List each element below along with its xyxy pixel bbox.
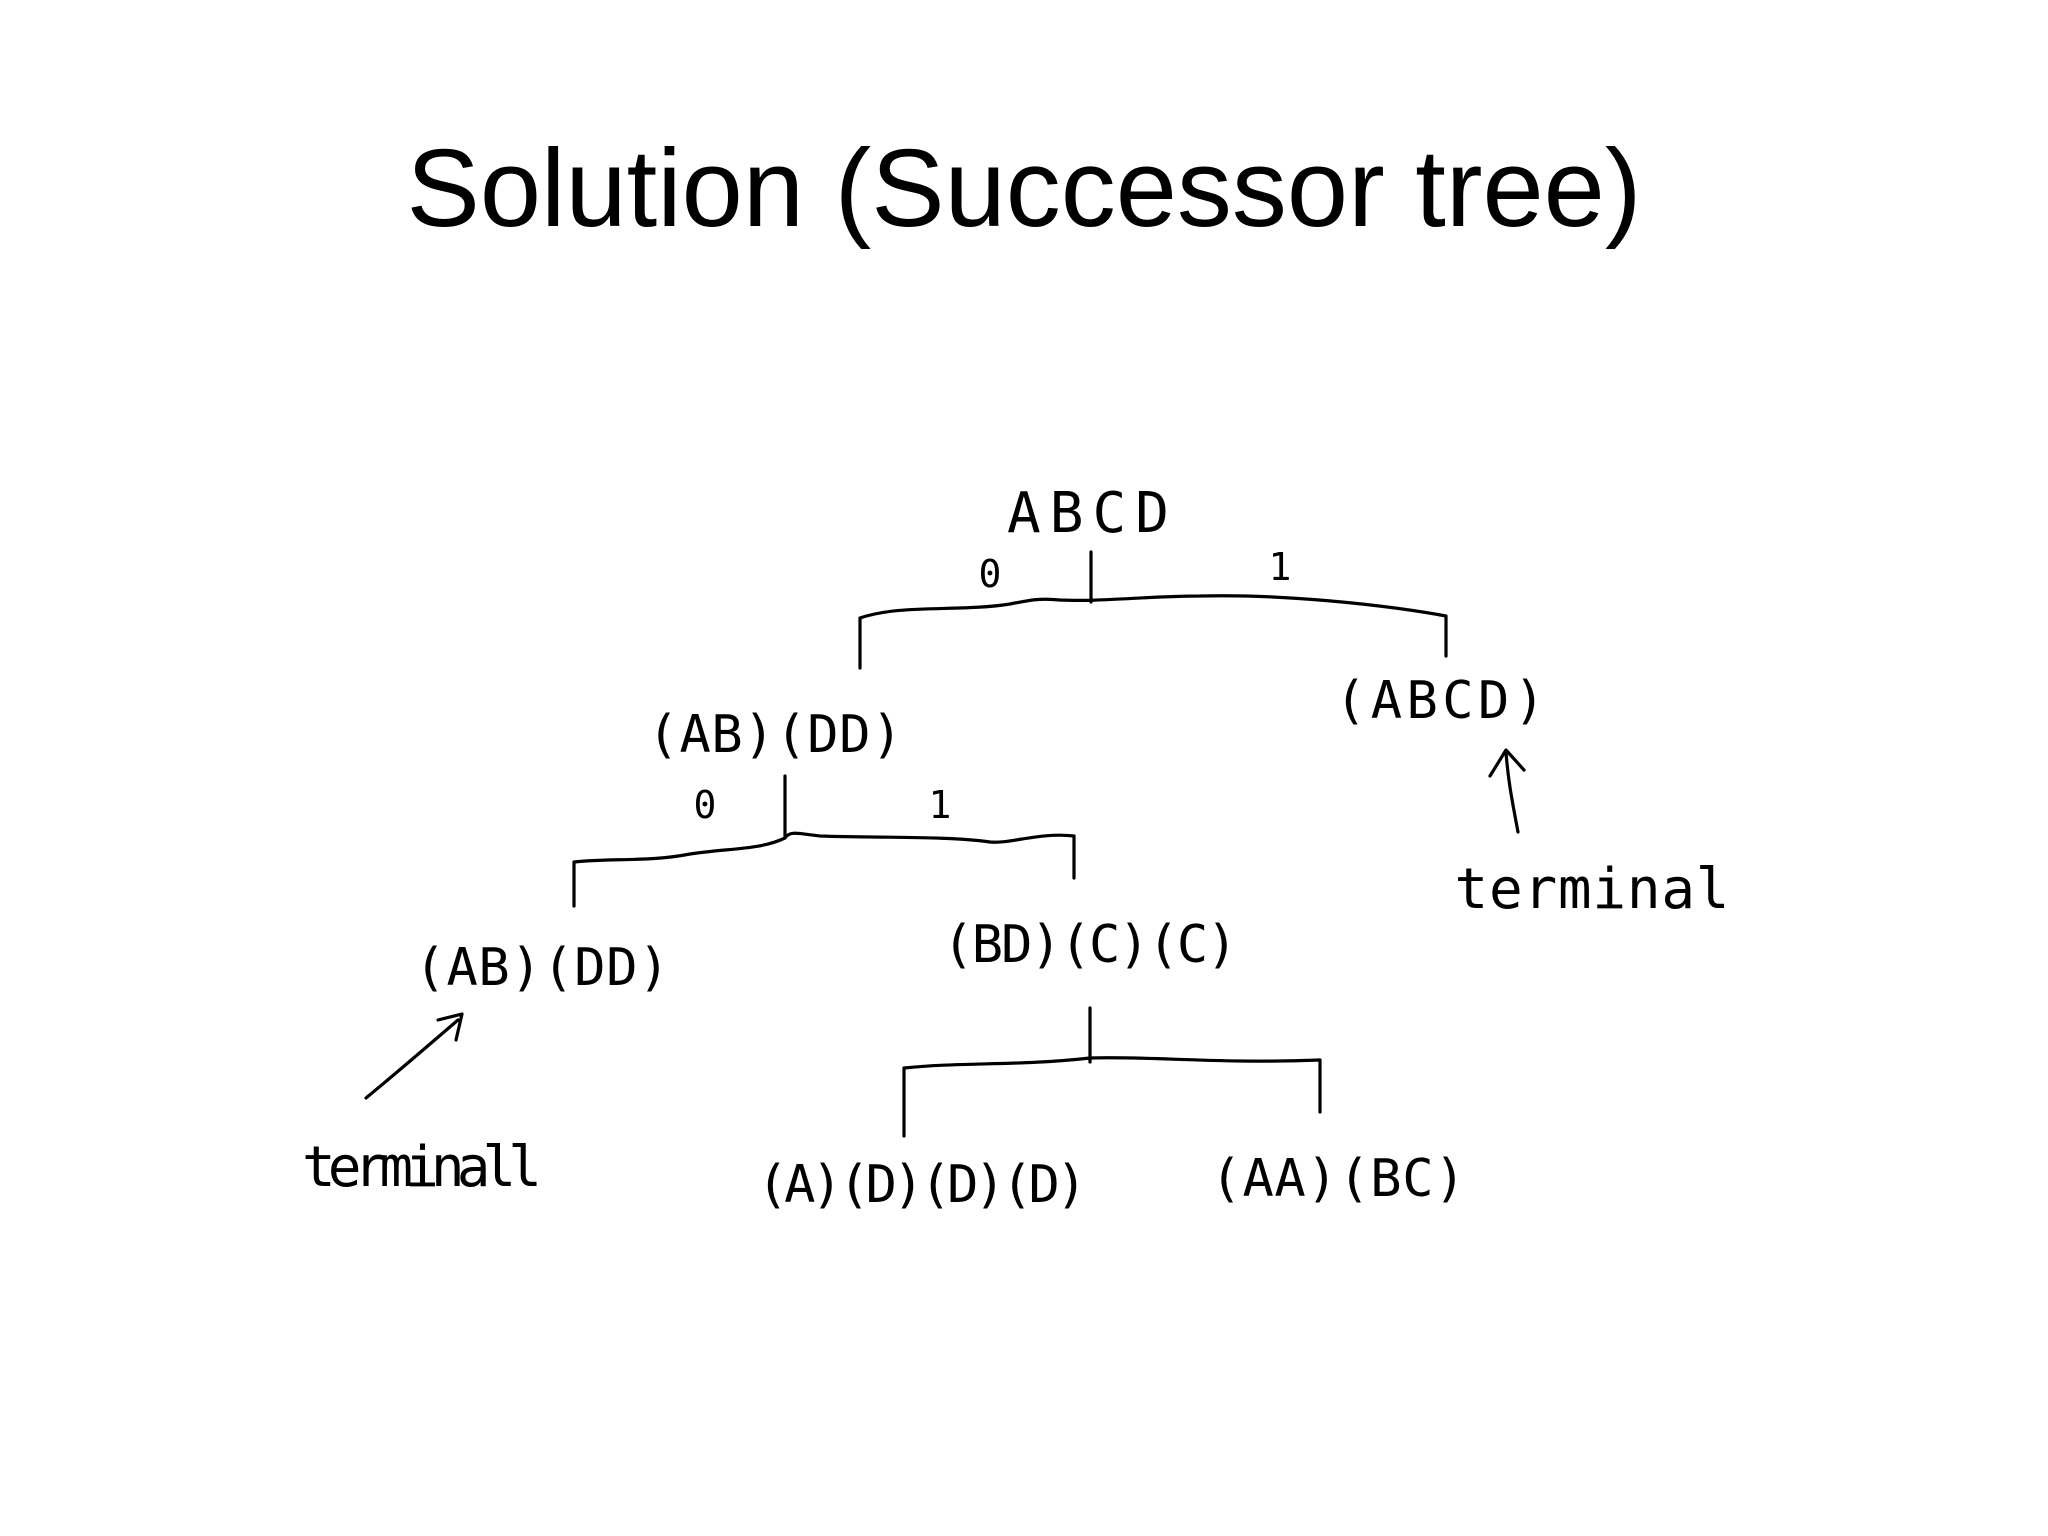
- level1-left-edge-label-right: 1: [929, 783, 952, 827]
- level1-left-branch-connector: [572, 774, 1076, 908]
- terminal-annotation-right: terminal: [1455, 857, 1730, 922]
- root-edge-label-left: 0: [979, 552, 1002, 596]
- slide-title: Solution (Successor tree): [406, 127, 1642, 250]
- terminal-arrow-left: [364, 1012, 464, 1100]
- node-level2-right-label: (BD)(C)(C): [943, 915, 1238, 975]
- level2-right-branch-connector: [902, 1006, 1322, 1138]
- terminal-annotation-left: terminall: [302, 1135, 542, 1200]
- root-edge-label-right: 1: [1269, 545, 1292, 589]
- level1-left-edge-label-left: 0: [694, 783, 717, 827]
- terminal-arrow-right: [1488, 748, 1526, 834]
- node-level1-right-label: (ABCD): [1335, 671, 1545, 731]
- node-root-label: ABCD: [1007, 481, 1169, 546]
- node-level3-right-label: (AA)(BC): [1211, 1149, 1466, 1209]
- root-branch-connector: [858, 550, 1448, 670]
- node-level3-left-label: (A)(D)(D)(D): [757, 1155, 1087, 1215]
- node-level1-left-label: (AB)(DD): [648, 705, 903, 765]
- node-level2-left-label: (AB)(DD): [415, 938, 670, 998]
